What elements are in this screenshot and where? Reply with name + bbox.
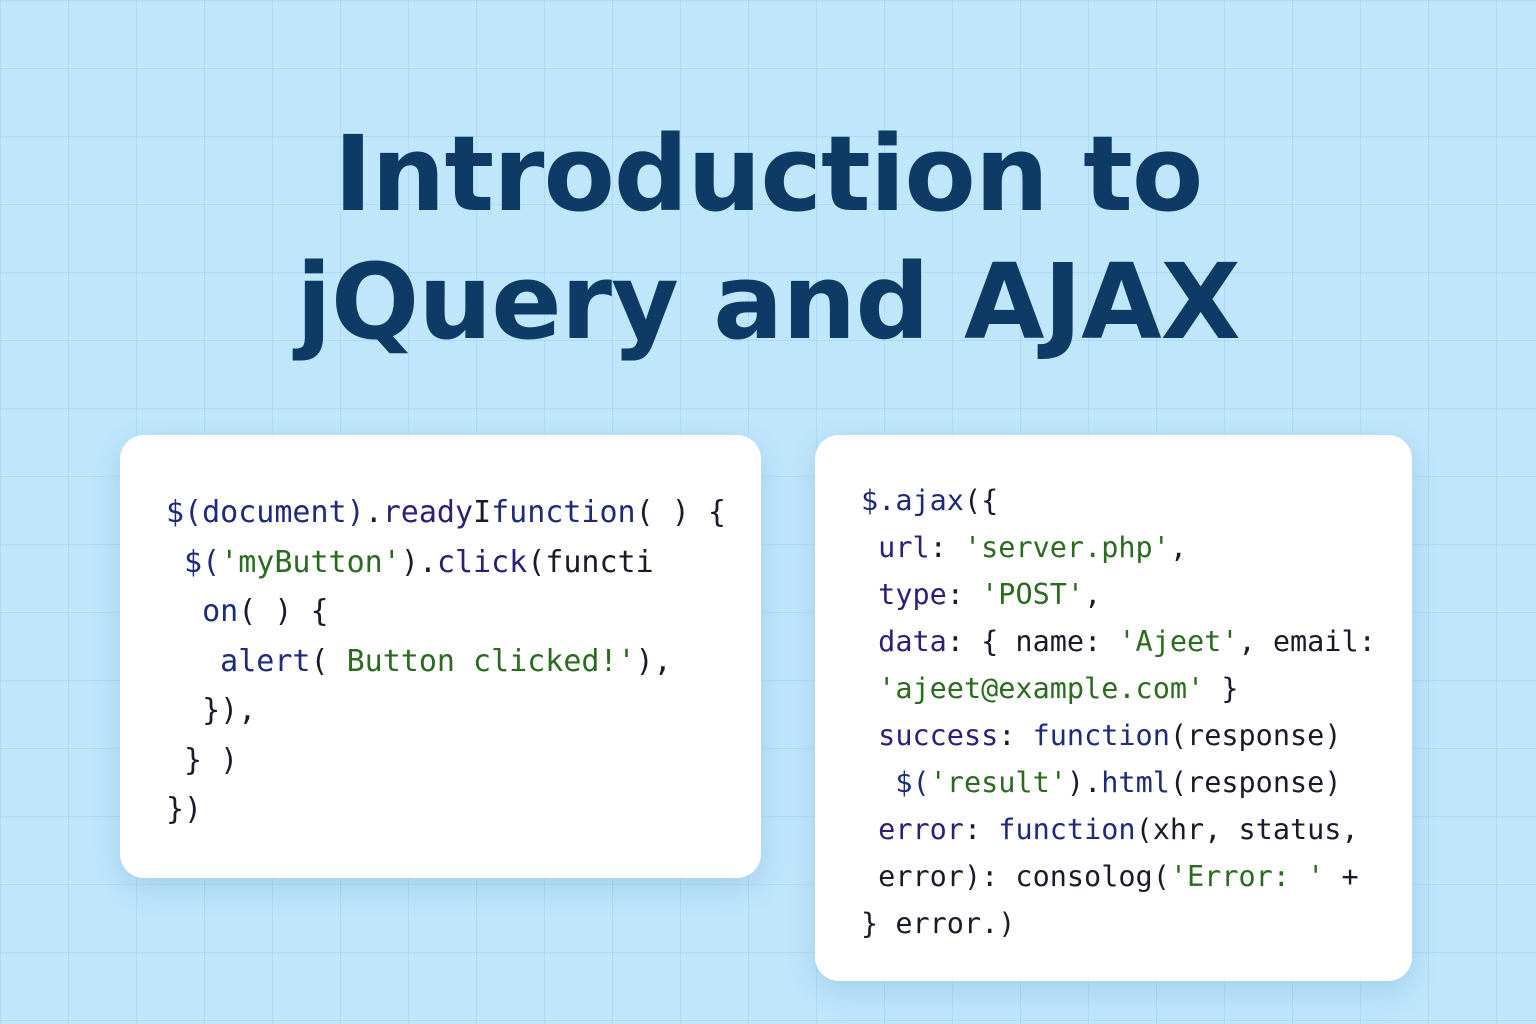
code-token: , bbox=[1084, 578, 1102, 611]
code-token: (xhr, status, bbox=[1135, 813, 1359, 846]
code-token: 'Ajeet' bbox=[1118, 625, 1239, 658]
code-token: (functi bbox=[527, 544, 654, 580]
code-token: I bbox=[473, 495, 492, 530]
code-token: function bbox=[491, 495, 636, 530]
code-token: 'server.php' bbox=[963, 531, 1170, 564]
code-token: $ bbox=[861, 484, 879, 517]
code-token: ( bbox=[310, 643, 347, 679]
code-token: : bbox=[963, 813, 999, 846]
code-line: } ) bbox=[166, 736, 761, 786]
code-token: on bbox=[166, 594, 239, 629]
code-token: alert bbox=[166, 643, 311, 679]
code-token: function bbox=[998, 813, 1136, 846]
code-line: data: { name: 'Ajeet', email: bbox=[861, 618, 1412, 665]
code-token: (response) bbox=[1169, 719, 1342, 752]
ajax-code-block: $.ajax({ url: 'server.php', type: 'POST'… bbox=[861, 477, 1412, 947]
code-token: $( bbox=[166, 544, 221, 580]
title-line-2: jQuery and AJAX bbox=[296, 241, 1241, 363]
code-token: . bbox=[364, 495, 383, 530]
code-line: $('result').html(response) bbox=[861, 759, 1412, 806]
code-token: : bbox=[946, 578, 982, 611]
code-token: ), bbox=[635, 643, 672, 679]
page-title: Introduction to jQuery and AJAX bbox=[0, 110, 1536, 366]
code-token: ({ bbox=[963, 484, 999, 517]
code-token: 'result' bbox=[929, 766, 1067, 799]
code-token: , email: bbox=[1238, 625, 1376, 658]
code-token: function bbox=[1032, 719, 1170, 752]
code-token: Button clicked!' bbox=[346, 643, 636, 679]
code-line: on( ) { bbox=[166, 587, 761, 637]
code-token: data bbox=[861, 625, 947, 658]
ajax-code-card: $.ajax({ url: 'server.php', type: 'POST'… bbox=[815, 435, 1412, 981]
jquery-code-block: $(document).readyIfunction( ) { $('myBut… bbox=[166, 488, 761, 835]
code-token: error bbox=[861, 813, 964, 846]
code-token: error): consolog( bbox=[861, 860, 1170, 893]
code-token: + bbox=[1324, 860, 1359, 893]
code-token: } error.) bbox=[861, 907, 1016, 940]
code-line: }) bbox=[166, 785, 761, 835]
jquery-code-card: $(document).readyIfunction( ) { $('myBut… bbox=[120, 435, 761, 878]
code-line: error: function(xhr, status, bbox=[861, 806, 1412, 853]
code-line: $('myButton').click(functi bbox=[166, 538, 761, 588]
code-line: } error.) bbox=[861, 900, 1412, 947]
code-token: 'myButton' bbox=[220, 544, 401, 580]
code-token: $( bbox=[861, 766, 930, 799]
code-token: } ) bbox=[166, 742, 239, 778]
code-token: ). bbox=[400, 544, 437, 580]
code-line: url: 'server.php', bbox=[861, 524, 1412, 571]
code-token: , bbox=[1169, 531, 1188, 564]
code-token: : bbox=[998, 719, 1033, 752]
code-token: 'POST' bbox=[981, 578, 1085, 611]
code-token: : bbox=[929, 531, 964, 564]
code-token: ). bbox=[1066, 766, 1102, 799]
code-token: success bbox=[861, 719, 999, 752]
code-token: }) bbox=[166, 792, 203, 827]
code-line: type: 'POST', bbox=[861, 571, 1412, 618]
code-token: (response) bbox=[1169, 766, 1342, 799]
code-token: url bbox=[861, 531, 930, 564]
code-token: : { name: bbox=[946, 625, 1119, 658]
code-token: html bbox=[1101, 766, 1170, 799]
code-token: .ajax bbox=[878, 484, 964, 517]
code-line: alert( Button clicked!'), bbox=[166, 637, 761, 687]
code-line: $(document).readyIfunction( ) { bbox=[166, 488, 761, 538]
code-line: error): consolog('Error: ' + bbox=[861, 853, 1412, 900]
code-token: } bbox=[1204, 672, 1239, 705]
code-token: ( ) { bbox=[635, 495, 726, 530]
title-line-1: Introduction to bbox=[333, 113, 1204, 235]
code-token: }), bbox=[166, 693, 257, 728]
code-line: 'ajeet@example.com' } bbox=[861, 665, 1412, 712]
code-token: 'ajeet@example.com' bbox=[861, 672, 1205, 705]
code-token: ( ) { bbox=[238, 594, 329, 629]
code-token: $(document) bbox=[166, 495, 365, 530]
code-token: click bbox=[436, 544, 528, 580]
code-token: type bbox=[861, 578, 947, 611]
code-line: }), bbox=[166, 686, 761, 736]
code-token: ready bbox=[382, 495, 474, 530]
code-token: 'Error: ' bbox=[1169, 860, 1325, 893]
code-line: $.ajax({ bbox=[861, 477, 1412, 524]
code-line: success: function(response) bbox=[861, 712, 1412, 759]
